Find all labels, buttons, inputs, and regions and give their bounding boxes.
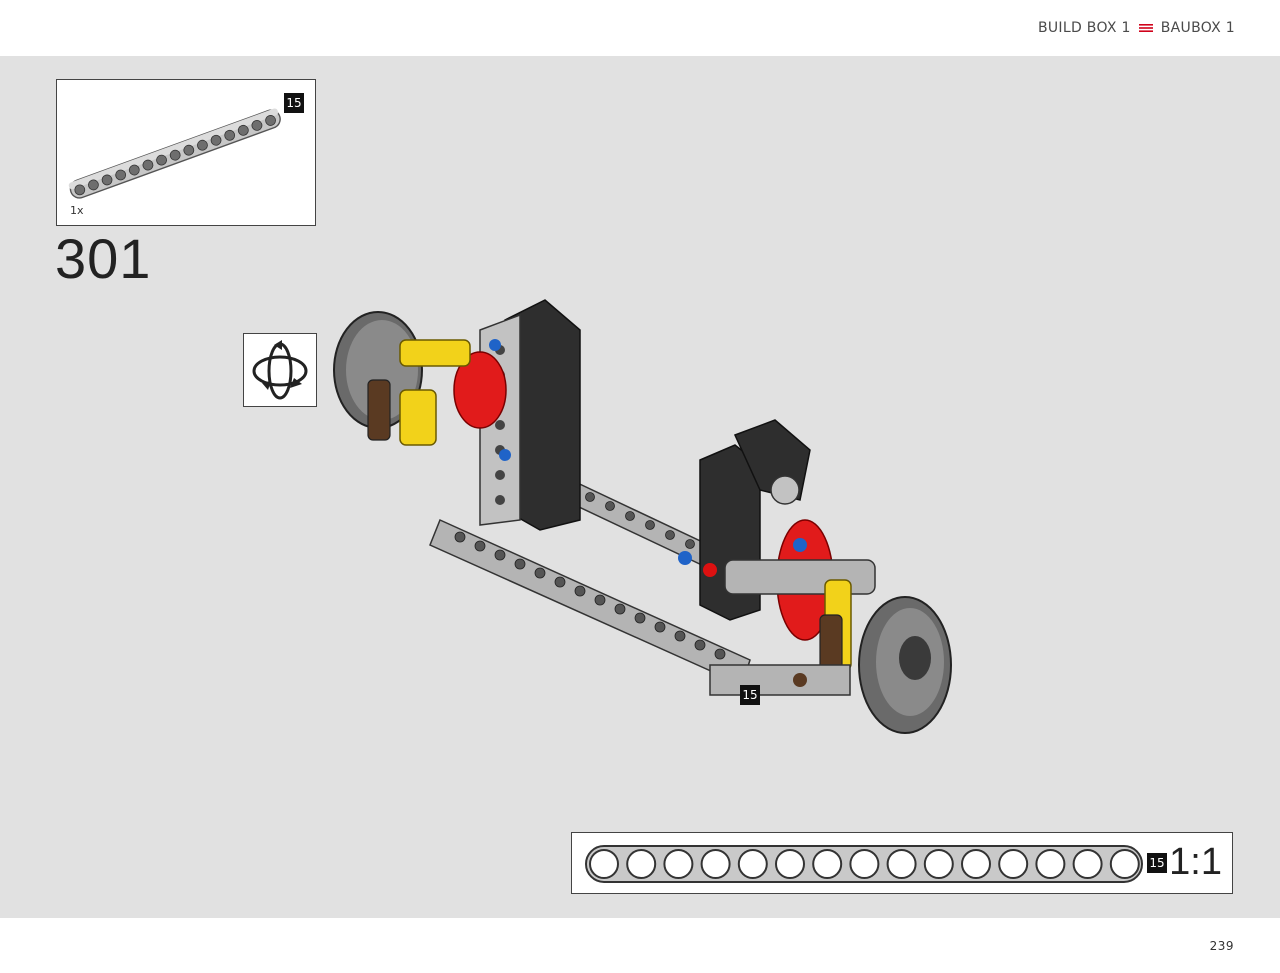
page-number: 239	[1209, 939, 1234, 953]
technic-beam-15-icon	[68, 108, 281, 199]
ruler-hole	[849, 849, 880, 879]
ruler-hole	[812, 849, 843, 879]
left-shock-absorber	[367, 339, 511, 461]
technic-beam-15-ruler	[585, 845, 1143, 883]
rotate-hint-box	[243, 333, 317, 407]
parts-list-box: 15 1x	[56, 79, 316, 226]
ruler-hole	[1072, 849, 1103, 879]
stripes-flag-icon	[1138, 24, 1153, 32]
scale-label: 1:1	[1169, 841, 1222, 883]
ruler-hole	[961, 849, 991, 879]
ruler-length-badge: 15	[1147, 853, 1167, 873]
front-suspension-assembly-illustration	[333, 299, 952, 734]
right-brake-disc	[858, 596, 952, 734]
part-quantity: 1x	[70, 204, 84, 217]
part-length-badge: 15	[284, 93, 304, 113]
beam-ruler-box: 15 1:1	[571, 832, 1233, 894]
ruler-hole	[626, 849, 657, 879]
rotate-model-icon	[252, 340, 308, 400]
baubox-label: BAUBOX 1	[1160, 20, 1235, 36]
ruler-hole	[700, 849, 731, 879]
ruler-hole	[923, 849, 954, 879]
ruler-hole	[737, 849, 768, 879]
ruler-hole	[886, 849, 917, 879]
ruler-hole	[1109, 849, 1140, 879]
ruler-hole	[998, 849, 1029, 879]
lower-beam	[429, 518, 751, 687]
step-number: 301	[55, 227, 152, 290]
header-box-labels: BUILD BOX 1 BAUBOX 1	[1038, 20, 1235, 36]
right-shock-absorber	[678, 519, 876, 671]
page-header: BUILD BOX 1 BAUBOX 1	[0, 0, 1280, 56]
ruler-hole	[1035, 849, 1066, 879]
front-crossbar	[709, 664, 851, 696]
build-box-label: BUILD BOX 1	[1037, 20, 1131, 36]
ruler-hole	[775, 849, 805, 879]
ruler-hole	[663, 849, 694, 879]
ruler-hole	[589, 849, 619, 879]
page-footer	[0, 918, 1280, 973]
model-callout-badge: 15	[740, 685, 760, 705]
